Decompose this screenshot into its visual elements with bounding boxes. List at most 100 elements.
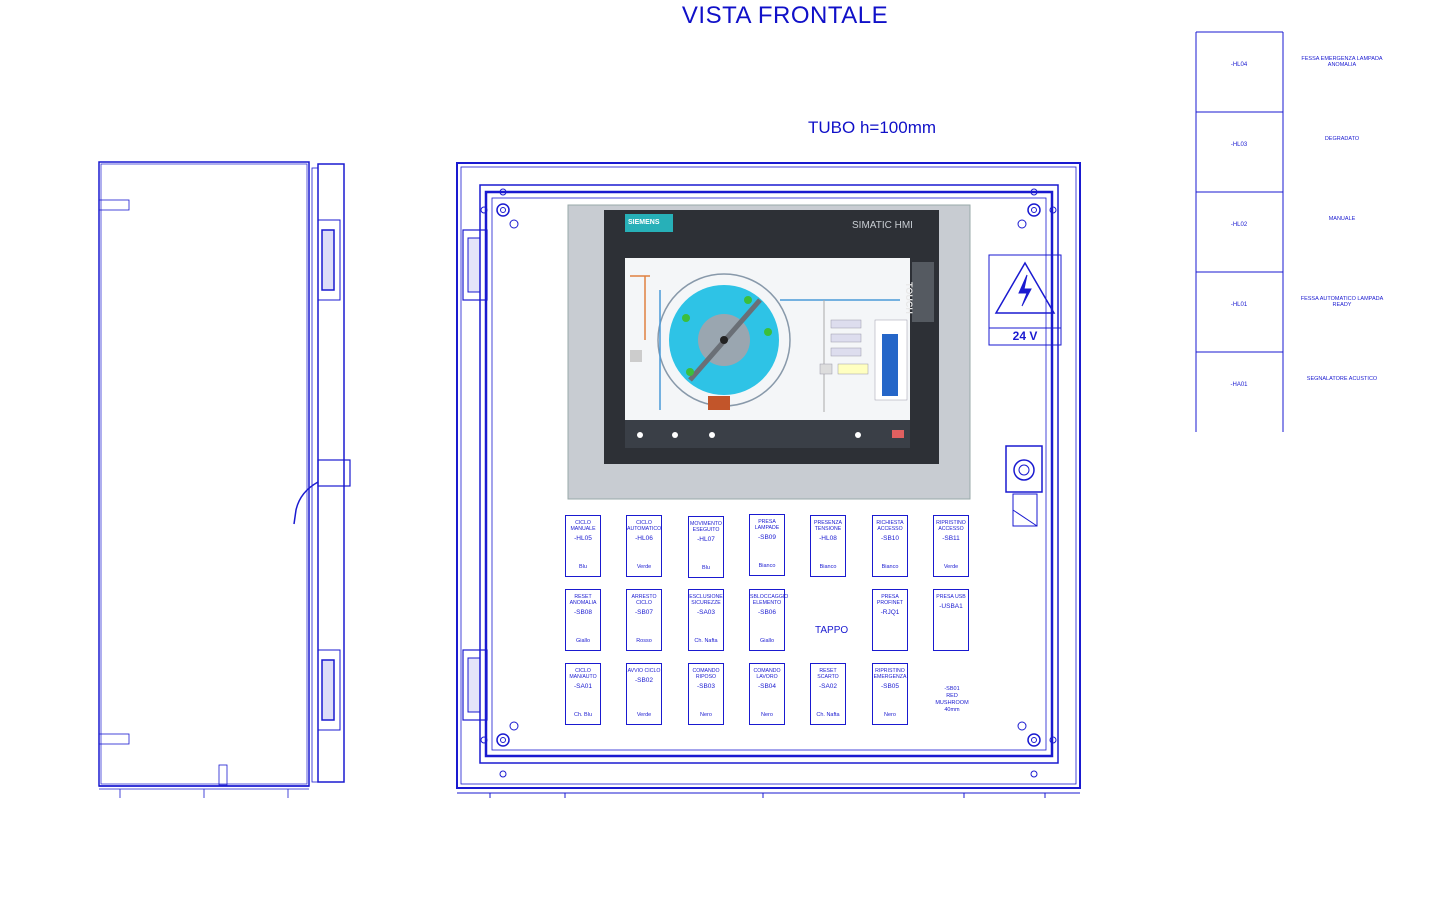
legend-grid bbox=[1195, 31, 1284, 432]
plate-code: -SB07 bbox=[634, 609, 654, 616]
legend-row: -HL04 FESSA EMERGENZA LAMPADA ANOMALIA bbox=[1196, 32, 1450, 112]
legend-symbol-cell: -HL03 bbox=[1196, 112, 1282, 192]
plate-title: RESET ANOMALIA bbox=[569, 594, 597, 606]
label-plate: PRESA USB -USBA1 bbox=[933, 589, 969, 651]
legend-symbol-cell: -HL01 bbox=[1196, 272, 1282, 352]
plate-color: Verde bbox=[943, 564, 959, 570]
plate-code: -SB11 bbox=[942, 535, 960, 542]
plate-color: Bianco bbox=[819, 564, 837, 570]
plate-title: PRESA PROFINET bbox=[876, 594, 904, 606]
legend-desc: MANUALE bbox=[1328, 216, 1356, 222]
plate-color: Giallo bbox=[575, 638, 591, 644]
mushroom-line1: RED bbox=[946, 693, 958, 699]
plate-code: -SB09 bbox=[757, 534, 777, 541]
plate-title: COMANDO LAVORO bbox=[753, 668, 781, 680]
plate-code: -SA03 bbox=[696, 609, 716, 616]
plate-code: -RJQ1 bbox=[880, 609, 900, 616]
plate-code: -SB05 bbox=[880, 683, 900, 690]
plate-title: CICLO AUTOMATICO bbox=[627, 520, 662, 532]
plate-color: Verde bbox=[636, 712, 652, 718]
plate-color: Rosso bbox=[636, 638, 652, 644]
legend-code: -HA01 bbox=[1230, 382, 1248, 388]
plate-code: -SB10 bbox=[880, 535, 900, 542]
front-cabinet bbox=[456, 162, 1081, 798]
plate-title: PRESA LAMPADE bbox=[754, 519, 780, 531]
plate-title: MOVIMENTO ESEGUITO bbox=[690, 521, 722, 533]
plate-title: COMANDO RIPOSO bbox=[692, 668, 720, 680]
plate-code: -SA01 bbox=[573, 683, 593, 690]
plate-code: -SB04 bbox=[757, 683, 777, 690]
mushroom-line3: 40mm bbox=[944, 707, 960, 713]
plate-title: RIPRISTINO ACCESSO bbox=[936, 520, 966, 532]
plate-title: PRESA USB bbox=[936, 594, 966, 600]
plate-title: PRESENZA TENSIONE bbox=[814, 520, 842, 532]
page-title: VISTA FRONTALE bbox=[681, 2, 889, 29]
plate-code: -SB02 bbox=[634, 677, 654, 684]
hmi-model: SIMATIC HMI bbox=[852, 220, 913, 231]
legend-code: -HL04 bbox=[1230, 62, 1248, 68]
legend-code: -HL02 bbox=[1230, 222, 1248, 228]
tappo-label: TAPPO bbox=[815, 625, 849, 636]
legend-row: -HL03 DEGRADATO bbox=[1196, 112, 1450, 192]
mushroom-button-label: -SB01 RED MUSHROOM 40mm bbox=[926, 686, 978, 714]
plate-title: AVVIO CICLO bbox=[627, 668, 661, 674]
plate-color: Blu bbox=[702, 565, 710, 571]
plate-code: -HL08 bbox=[819, 535, 837, 542]
label-plate: PRESA PROFINET -RJQ1 bbox=[872, 589, 908, 651]
plate-color: Nero bbox=[761, 712, 773, 718]
legend-desc: FESSA AUTOMATICO LAMPADA READY bbox=[1300, 296, 1384, 308]
legend-symbol-cell: -HA01 bbox=[1196, 352, 1282, 432]
mushroom-line2: MUSHROOM bbox=[935, 700, 969, 706]
plate-code: -HL07 bbox=[697, 536, 715, 543]
plate-color: Blu bbox=[579, 564, 587, 570]
plate-title: ARRESTO CICLO bbox=[631, 594, 657, 606]
plate-title: CICLO MANUALE bbox=[570, 520, 596, 532]
plate-color: Bianco bbox=[758, 563, 776, 569]
plate-code: -HL06 bbox=[635, 535, 653, 542]
plate-code: -SB06 bbox=[757, 609, 777, 616]
plate-title: CICLO MAN/AUTO bbox=[569, 668, 597, 680]
plate-color: Nero bbox=[700, 712, 712, 718]
mushroom-code: -SB01 bbox=[944, 686, 960, 692]
legend-symbol-cell: -HL04 bbox=[1196, 32, 1282, 112]
legend-code: -HL01 bbox=[1230, 302, 1248, 308]
legend-desc: FESSA EMERGENZA LAMPADA ANOMALIA bbox=[1301, 56, 1383, 68]
legend-desc: DEGRADATO bbox=[1324, 136, 1360, 142]
legend-code: -HL03 bbox=[1230, 142, 1248, 148]
plate-title: RICHIESTA ACCESSO bbox=[876, 520, 904, 532]
plate-code: -HL05 bbox=[574, 535, 592, 542]
plate-color: Nero bbox=[884, 712, 896, 718]
plate-code: -SB03 bbox=[696, 683, 716, 690]
plate-color: Ch. Blu bbox=[573, 712, 593, 718]
voltage-label: 24 V bbox=[1012, 329, 1038, 343]
legend-row: -HA01 SEGNALATORE ACUSTICO bbox=[1196, 352, 1450, 432]
tube-height-note: TUBO h=100mm bbox=[808, 118, 937, 137]
plate-color: Ch. Nafta bbox=[816, 712, 840, 718]
plate-code: -USBA1 bbox=[939, 603, 963, 610]
plate-color: Ch. Nafta bbox=[694, 638, 718, 644]
plate-color: Giallo bbox=[759, 638, 775, 644]
hmi-panel bbox=[567, 204, 971, 500]
plate-code: -SB08 bbox=[573, 609, 593, 616]
hmi-brand: SIEMENS bbox=[628, 219, 660, 226]
legend-symbol-cell: -HL02 bbox=[1196, 192, 1282, 272]
hmi-touch: TOUCH bbox=[904, 282, 914, 314]
